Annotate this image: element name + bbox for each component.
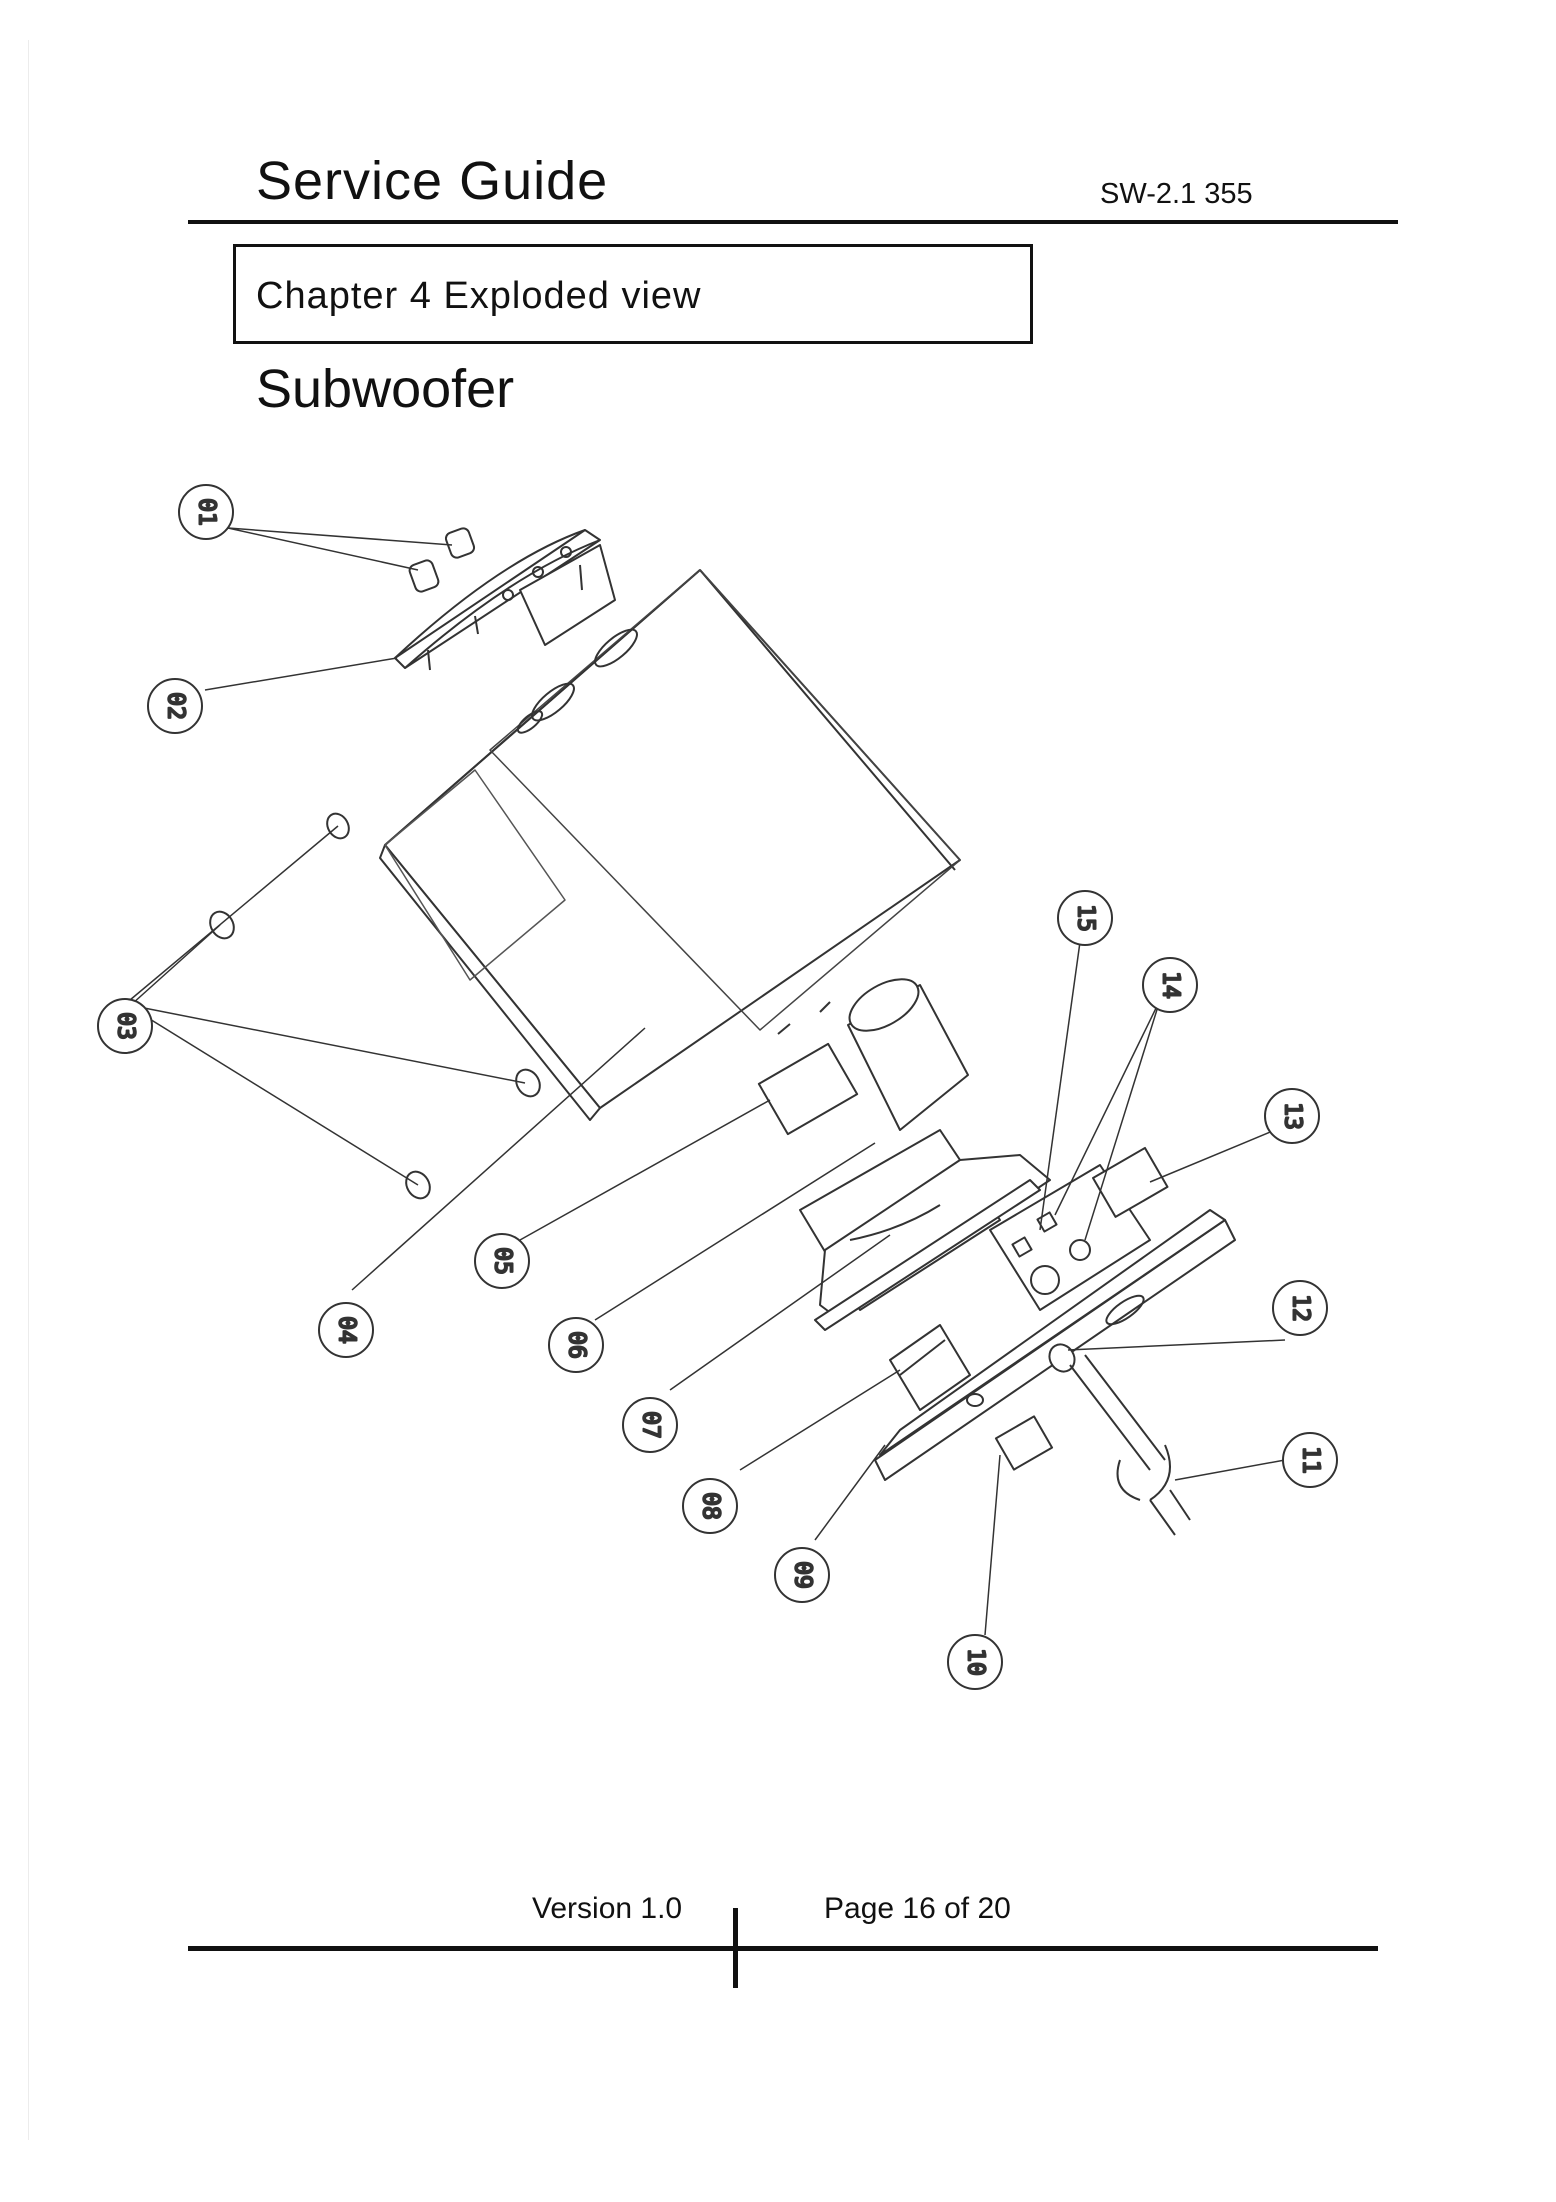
callout-09: 09 (775, 1548, 829, 1602)
callout-03: 03 (98, 999, 152, 1053)
callout-15: 15 (1058, 891, 1112, 945)
svg-text:01: 01 (194, 498, 220, 526)
footer-separator (733, 1908, 738, 1988)
svg-text:05: 05 (490, 1247, 516, 1275)
svg-text:15: 15 (1073, 904, 1099, 932)
svg-text:12: 12 (1288, 1294, 1314, 1322)
svg-text:07: 07 (638, 1411, 664, 1439)
header-divider (188, 220, 1398, 224)
top-plate-part (395, 527, 615, 670)
svg-text:03: 03 (113, 1012, 139, 1040)
callout-12: 12 (1273, 1281, 1327, 1335)
footer-divider (188, 1946, 1378, 1951)
port-tube-part (759, 969, 968, 1134)
section-title: Subwoofer (256, 358, 514, 420)
callout-01: 01 (179, 485, 233, 539)
callout-06: 06 (549, 1318, 603, 1372)
callout-04: 04 (319, 1303, 373, 1357)
callout-05: 05 (475, 1234, 529, 1288)
callout-11: 11 (1283, 1433, 1337, 1487)
svg-text:09: 09 (790, 1561, 816, 1589)
svg-text:06: 06 (564, 1331, 590, 1359)
footer-page-number: Page 16 of 20 (824, 1892, 1011, 1926)
model-number: SW-2.1 355 (1100, 178, 1253, 211)
callout-08: 08 (683, 1479, 737, 1533)
power-cord-part (1045, 1340, 1190, 1535)
svg-text:11: 11 (1298, 1446, 1324, 1474)
callout-14: 14 (1143, 958, 1197, 1012)
chapter-label: Chapter 4 Exploded view (256, 275, 701, 318)
svg-text:10: 10 (963, 1648, 989, 1676)
document-title: Service Guide (256, 150, 608, 212)
callout-07: 07 (623, 1398, 677, 1452)
svg-text:04: 04 (334, 1316, 360, 1344)
exploded-view-diagram: 01 02 03 04 05 06 07 08 09 10 11 12 (0, 440, 1556, 1860)
connector-part (996, 1416, 1052, 1469)
callout-10: 10 (948, 1635, 1002, 1689)
svg-text:13: 13 (1280, 1102, 1306, 1130)
callout-13: 13 (1265, 1089, 1319, 1143)
svg-text:02: 02 (163, 692, 189, 720)
footer-version: Version 1.0 (532, 1892, 682, 1926)
svg-text:08: 08 (698, 1492, 724, 1520)
callout-02: 02 (148, 679, 202, 733)
svg-text:14: 14 (1158, 971, 1184, 999)
chapter-box: Chapter 4 Exploded view (233, 244, 1033, 344)
